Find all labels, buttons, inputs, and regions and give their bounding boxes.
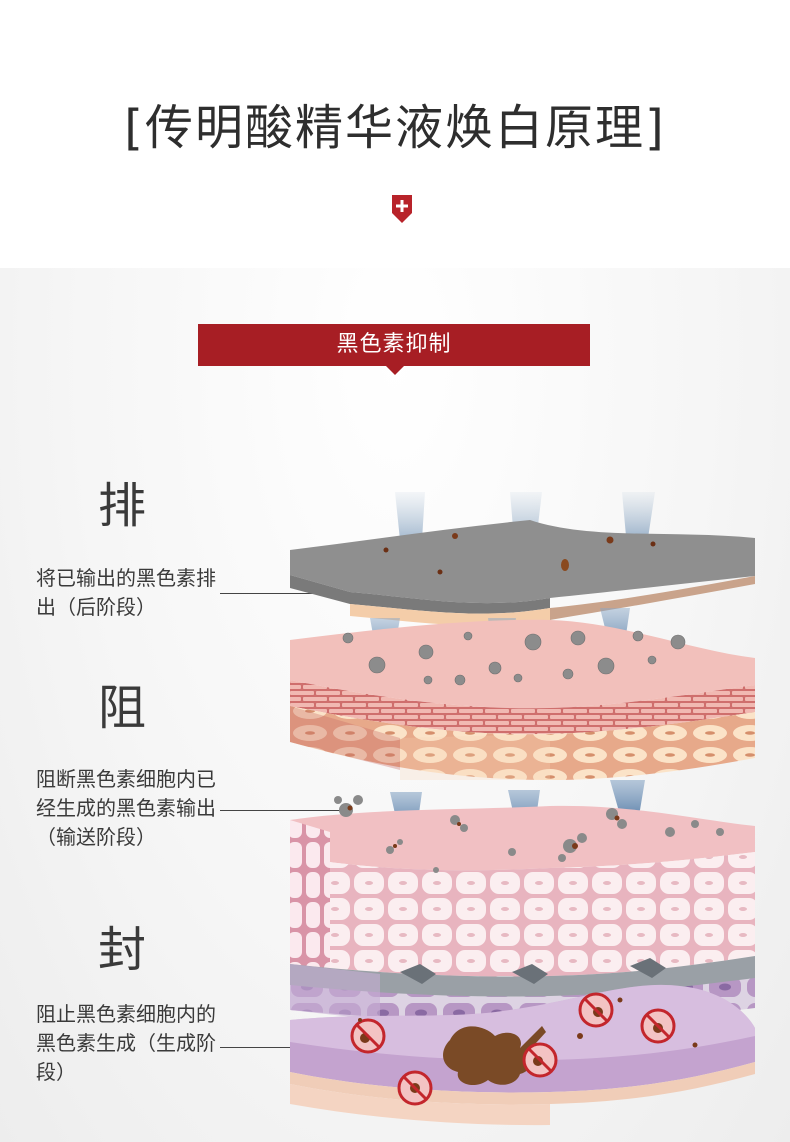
stage-char-expel: 排 [98,478,147,534]
header: [传明酸精华液焕白原理] [0,0,790,268]
red-cross-shield-icon [392,195,412,223]
stage-char-seal: 封 [98,922,147,978]
stage-desc-seal: 阻止黑色素细胞内的黑色素生成（生成阶段） [36,1002,216,1084]
stage-desc-expel: 将已输出的黑色素排出（后阶段） [36,566,216,619]
leader-line-block [220,810,342,811]
stage-char-block: 阻 [98,680,147,736]
section-banner: 黑色素抑制 [198,324,590,366]
stage-desc-block: 阻断黑色素细胞内已经生成的黑色素输出（输送阶段） [36,767,216,849]
page-title: [传明酸精华液焕白原理] [124,100,666,156]
skin-layers-illustration [290,492,755,1126]
leader-line-expel [220,593,350,594]
banner-pointer [386,366,404,375]
